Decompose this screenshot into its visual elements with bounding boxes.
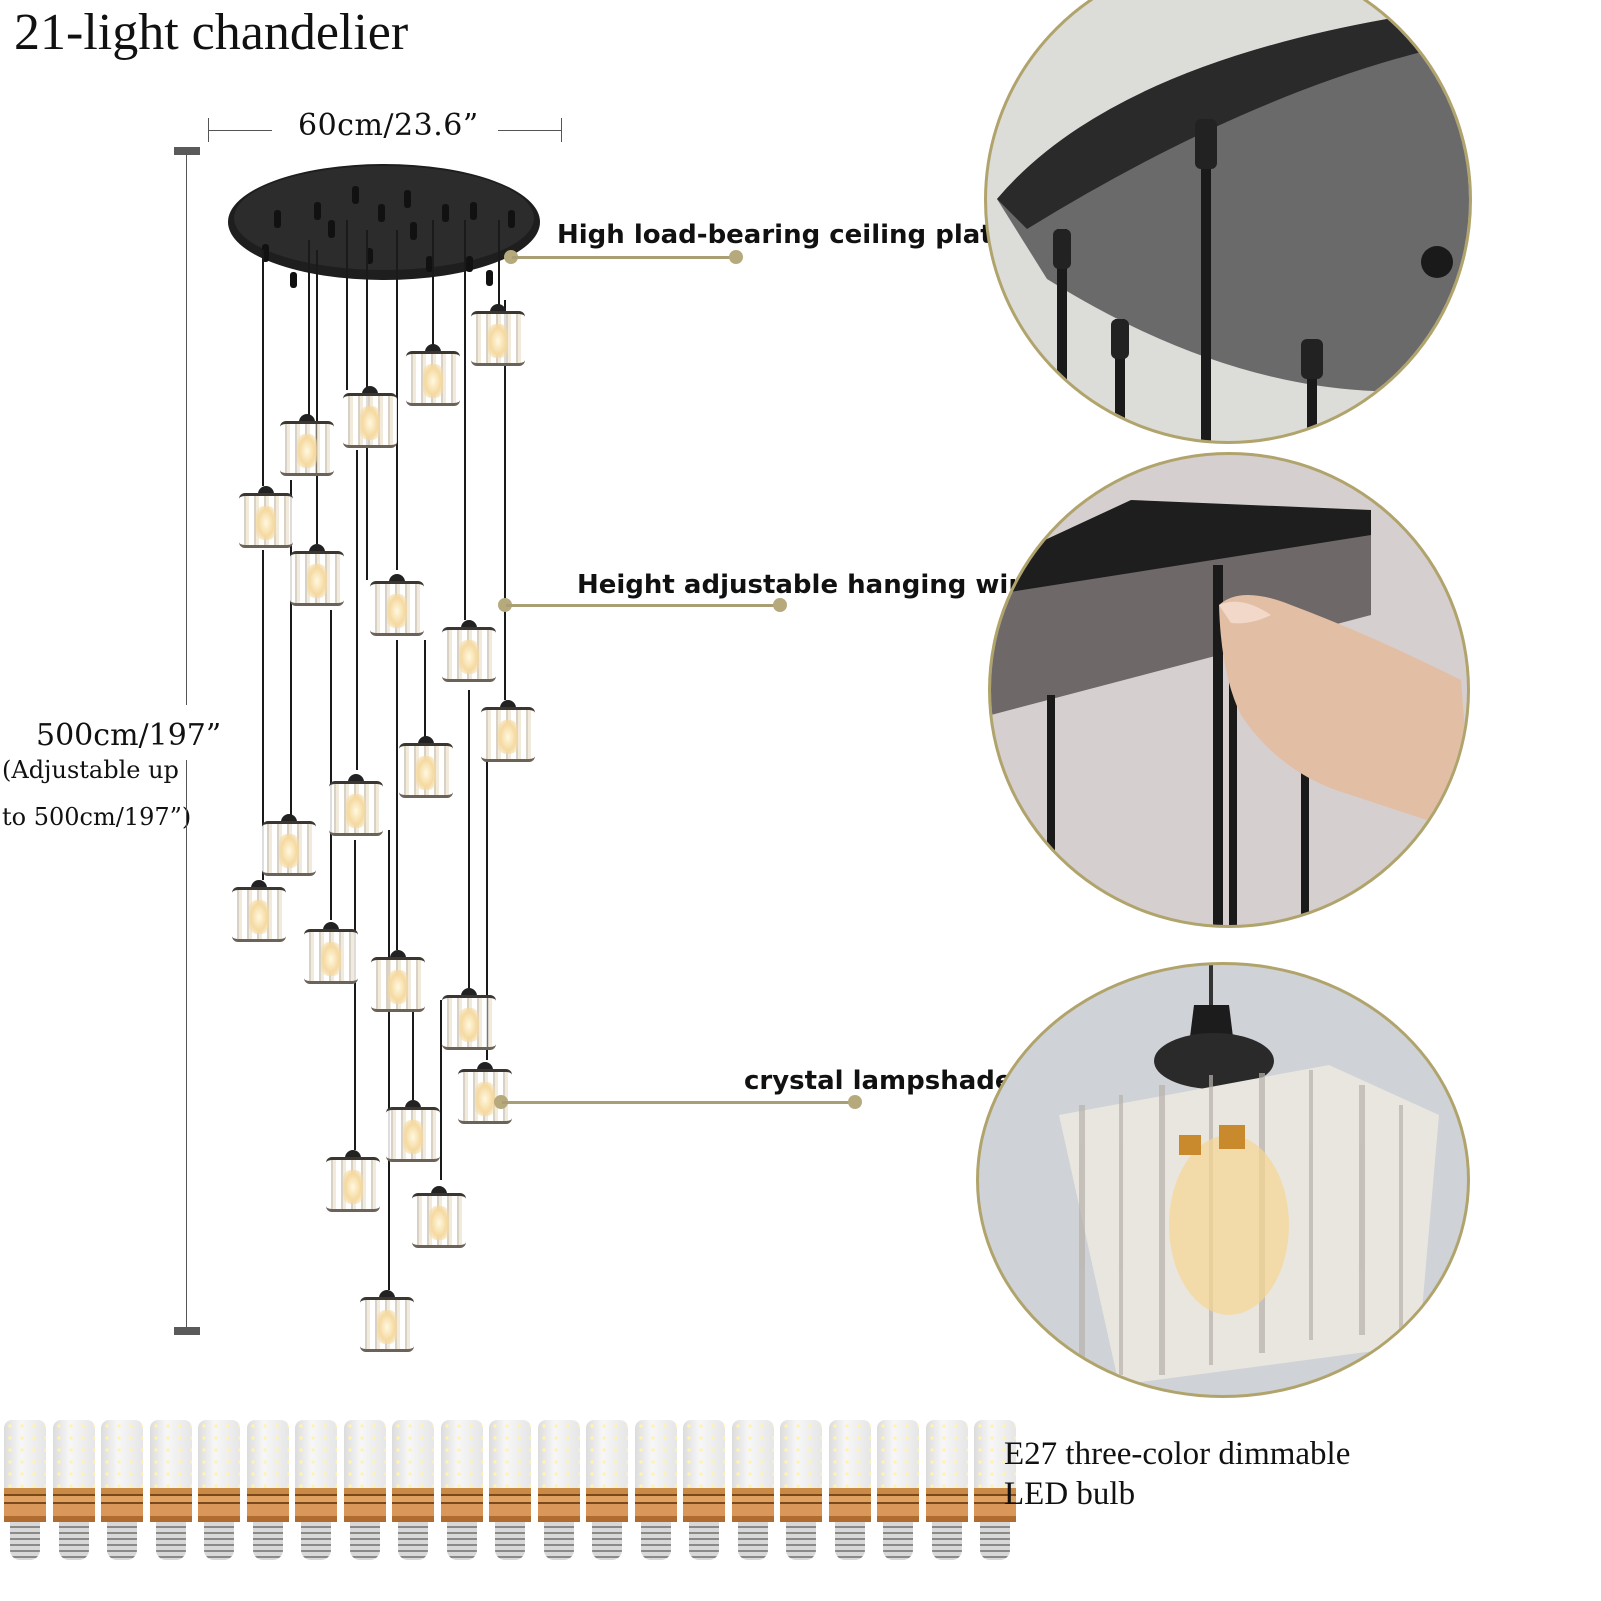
pendant-light xyxy=(304,922,358,984)
led-bulb xyxy=(829,1420,871,1560)
pendant-light xyxy=(239,486,293,548)
callout-label: High load-bearing ceiling plate xyxy=(557,220,1011,250)
height-dimension-label: 500cm/197” xyxy=(36,718,222,753)
callout-anchor-dot xyxy=(494,1095,508,1109)
led-bulb xyxy=(101,1420,143,1560)
led-bulb xyxy=(586,1420,628,1560)
pendant-light xyxy=(232,880,286,942)
led-bulb xyxy=(392,1420,434,1560)
pendant-light xyxy=(471,304,525,366)
pendant-light xyxy=(370,574,424,636)
pendant-light xyxy=(481,700,535,762)
height-dimension-line-lower xyxy=(186,760,187,1330)
callout-leader-line xyxy=(512,256,736,259)
led-bulb xyxy=(247,1420,289,1560)
callout-anchor-dot xyxy=(504,250,518,264)
led-bulb xyxy=(683,1420,725,1560)
led-bulb xyxy=(732,1420,774,1560)
height-dimension-note-line2: to 500cm/197”) xyxy=(2,803,192,831)
width-dimension-tick-right xyxy=(561,118,562,142)
ceiling-plate-closeup-icon xyxy=(997,5,1469,441)
led-bulb xyxy=(4,1420,46,1560)
pendant-light xyxy=(458,1062,512,1124)
pendant-light xyxy=(262,814,316,876)
height-dimension-note-line1: (Adjustable up xyxy=(2,756,179,784)
led-bulb xyxy=(780,1420,822,1560)
height-dimension-line-upper xyxy=(186,153,187,705)
height-dimension-cap-top xyxy=(174,147,200,155)
detail-image-ceiling-plate xyxy=(984,0,1472,444)
callout-end-dot xyxy=(729,250,743,264)
led-bulb xyxy=(295,1420,337,1560)
callout-anchor-dot xyxy=(498,598,512,612)
callout-end-dot xyxy=(848,1095,862,1109)
crystal-lampshade-closeup-icon xyxy=(1059,965,1439,1385)
pendant-light xyxy=(343,386,397,448)
led-bulb xyxy=(877,1420,919,1560)
led-bulb xyxy=(926,1420,968,1560)
pendant-light xyxy=(399,736,453,798)
width-dimension-line-right xyxy=(498,130,561,131)
led-bulb xyxy=(974,1420,1016,1560)
pendant-light xyxy=(442,988,496,1050)
led-bulb xyxy=(489,1420,531,1560)
pendant-light xyxy=(290,544,344,606)
pendant-light xyxy=(386,1100,440,1162)
callout-end-dot xyxy=(773,598,787,612)
page-title: 21-light chandelier xyxy=(14,4,409,61)
led-bulb xyxy=(150,1420,192,1560)
bulb-label-line1: E27 three-color dimmable xyxy=(1004,1436,1351,1472)
led-bulb xyxy=(344,1420,386,1560)
pendant-light xyxy=(406,344,460,406)
pendant-light xyxy=(442,620,496,682)
ceiling-plate xyxy=(228,164,540,288)
pendant-light xyxy=(329,774,383,836)
width-dimension-label: 60cm/23.6” xyxy=(298,108,479,143)
led-bulb xyxy=(198,1420,240,1560)
pendant-light xyxy=(371,950,425,1012)
callout-label: Height adjustable hanging wire xyxy=(577,570,1039,600)
led-bulb xyxy=(441,1420,483,1560)
height-dimension-cap-bottom xyxy=(174,1327,200,1335)
callout-leader-line xyxy=(502,1101,856,1104)
led-bulb xyxy=(635,1420,677,1560)
led-bulb xyxy=(53,1420,95,1560)
callout-label: crystal lampshade xyxy=(744,1066,1013,1096)
pendant-light xyxy=(412,1186,466,1248)
detail-image-hanging-wire xyxy=(988,452,1470,928)
detail-image-crystal-lampshade xyxy=(976,962,1470,1398)
led-bulb xyxy=(538,1420,580,1560)
width-dimension-line-left xyxy=(208,130,272,131)
pendant-light xyxy=(360,1290,414,1352)
bulb-label-line2: LED bulb xyxy=(1004,1476,1136,1512)
hand-adjusting-wire-closeup-icon xyxy=(991,500,1467,925)
pendant-light xyxy=(326,1150,380,1212)
callout-leader-line xyxy=(506,604,780,607)
pendant-light xyxy=(280,414,334,476)
